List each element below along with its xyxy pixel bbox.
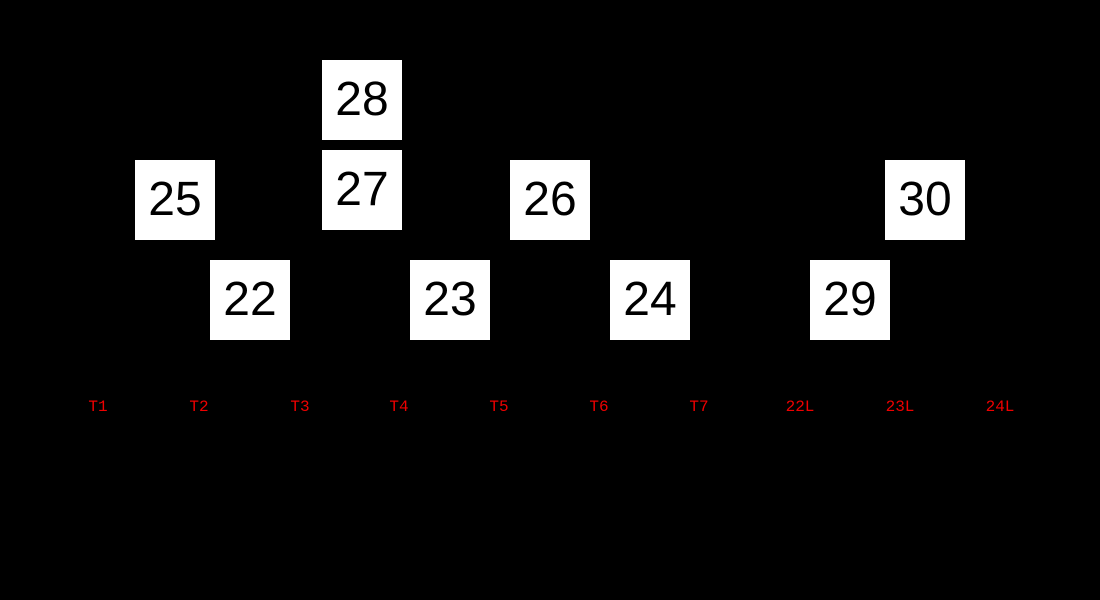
number-box-28: 28 <box>322 60 402 140</box>
number-box-27: 27 <box>322 150 402 230</box>
tick-label-T1: T1 <box>88 398 108 416</box>
number-box-26: 26 <box>510 160 590 240</box>
number-box-30: 30 <box>885 160 965 240</box>
tick-label-T5: T5 <box>489 398 509 416</box>
tick-label-24L: 24L <box>985 398 1015 416</box>
number-box-29: 29 <box>810 260 890 340</box>
number-box-23: 23 <box>410 260 490 340</box>
tick-label-T2: T2 <box>189 398 209 416</box>
tick-label-T7: T7 <box>689 398 709 416</box>
tick-label-T4: T4 <box>389 398 409 416</box>
tick-label-23L: 23L <box>885 398 915 416</box>
tick-label-22L: 22L <box>785 398 815 416</box>
number-box-25: 25 <box>135 160 215 240</box>
tick-label-T3: T3 <box>290 398 310 416</box>
tick-label-T6: T6 <box>589 398 609 416</box>
number-box-22: 22 <box>210 260 290 340</box>
number-box-24: 24 <box>610 260 690 340</box>
